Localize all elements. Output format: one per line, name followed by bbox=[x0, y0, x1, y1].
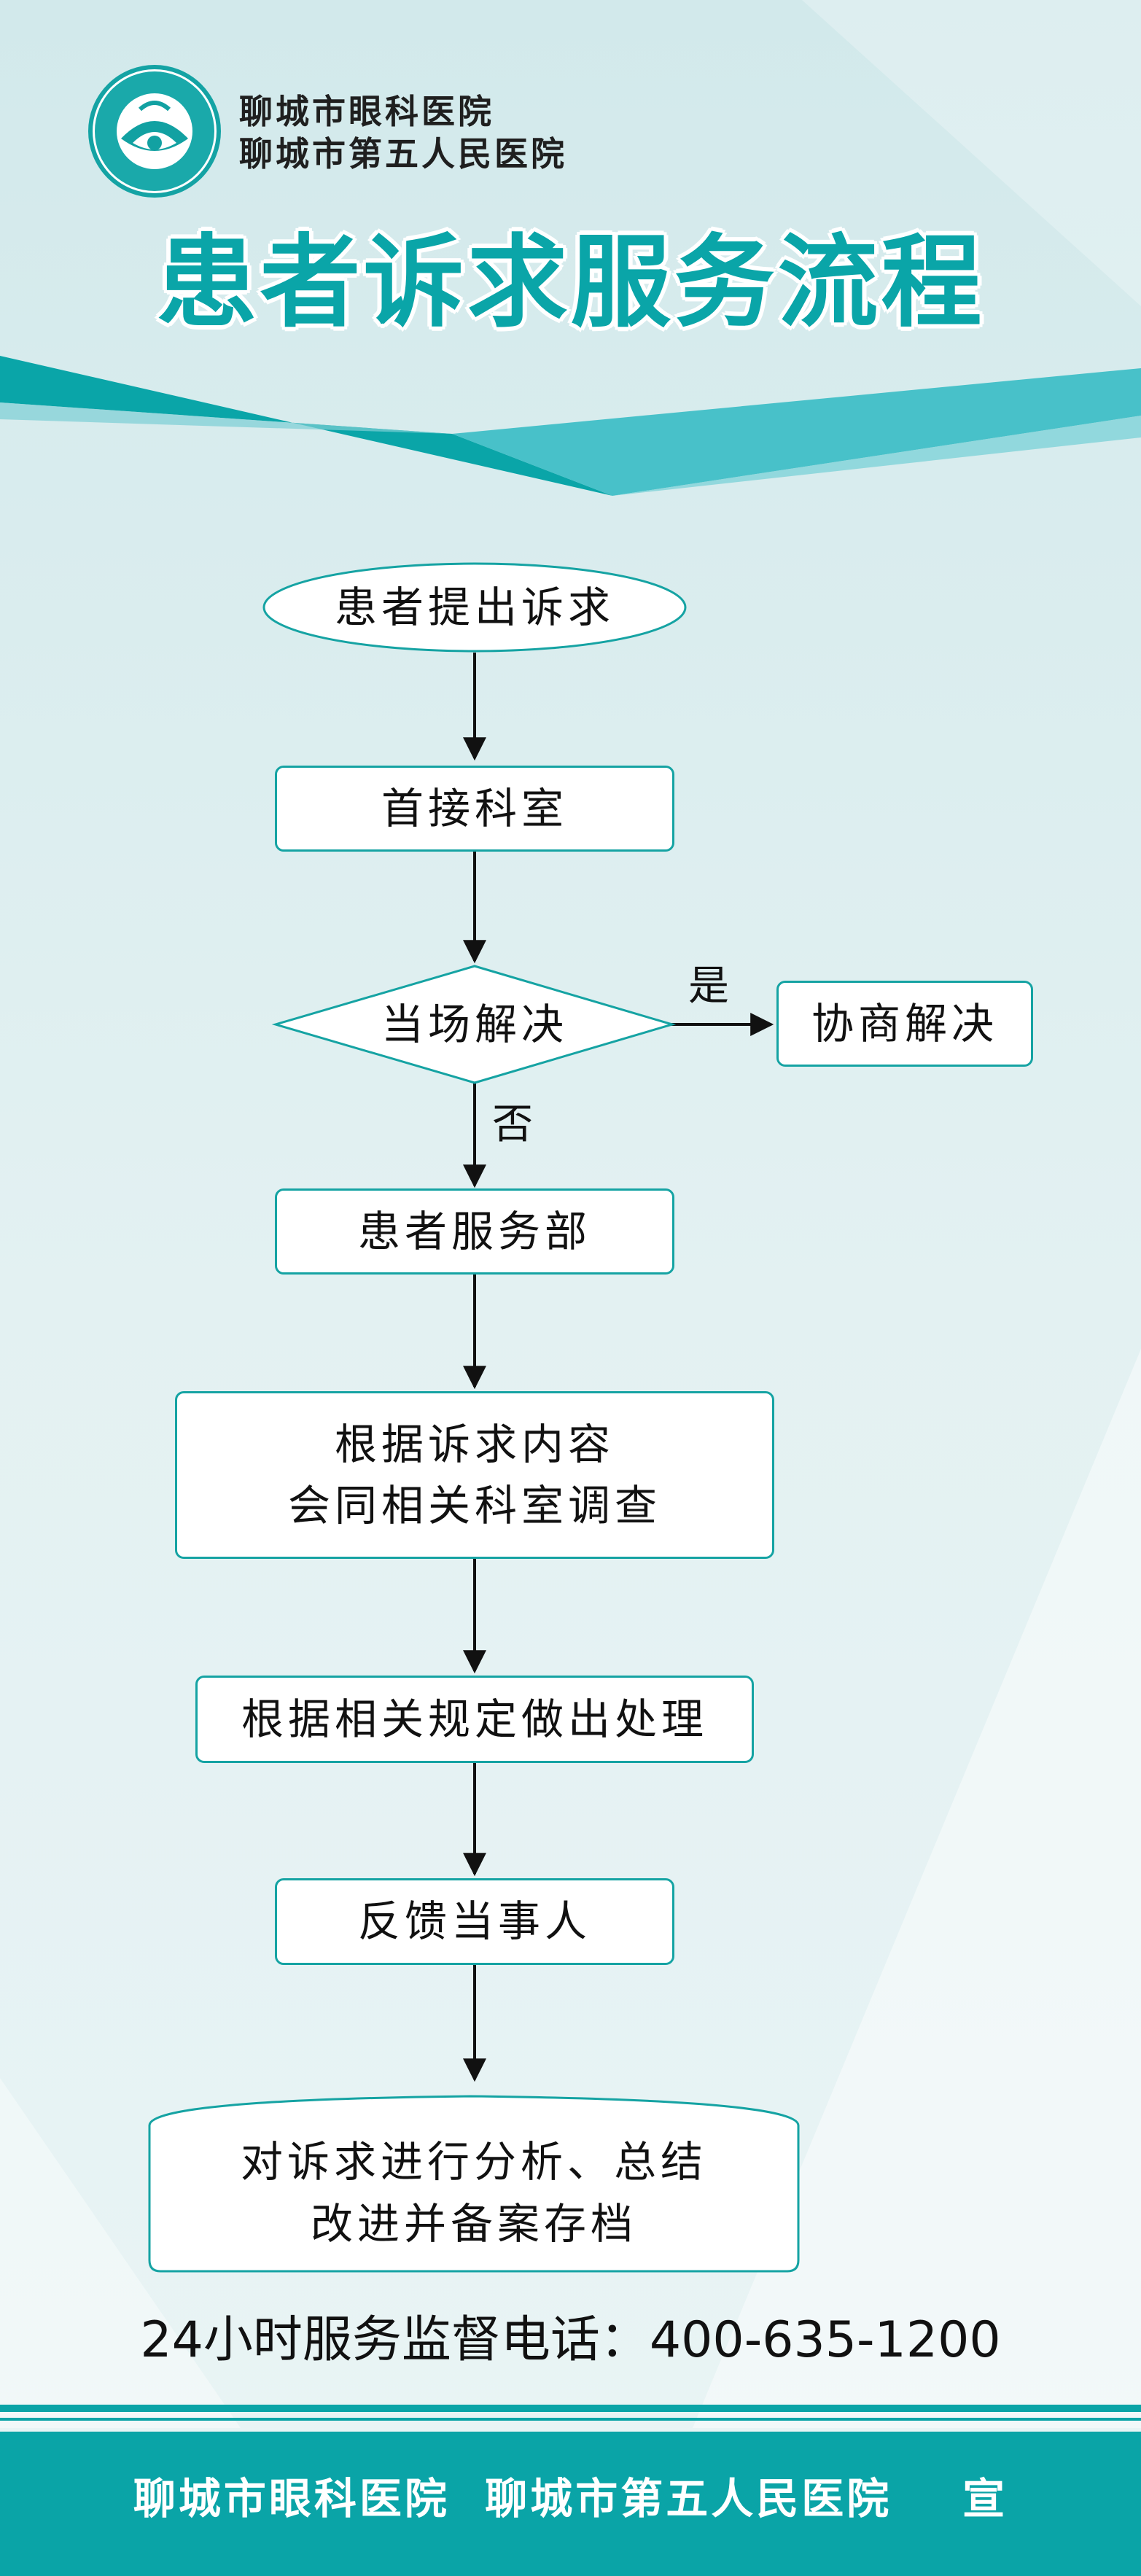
page-title: 患者诉求服务流程 bbox=[156, 222, 985, 341]
end-shape bbox=[148, 2095, 800, 2273]
hospital-logo bbox=[88, 65, 221, 198]
step-investigate-line1: 根据诉求内容 bbox=[334, 1419, 615, 1469]
hotline-text: 24小时服务监督电话：400-635-1200 bbox=[140, 2311, 1001, 2369]
end-line2: 改进并备案存档 bbox=[310, 2198, 637, 2249]
start-oval-shape bbox=[262, 562, 687, 653]
start-node: 患者提出诉求 bbox=[264, 564, 685, 651]
yes-label: 是 bbox=[688, 962, 729, 1010]
decision-label: 当场解决 bbox=[381, 999, 568, 1049]
step-negotiate-label: 协商解决 bbox=[811, 998, 998, 1048]
start-label: 患者提出诉求 bbox=[334, 582, 615, 632]
step-patient-service: 患者服务部 bbox=[275, 1188, 674, 1275]
no-label: 否 bbox=[492, 1101, 533, 1148]
step-feedback-label: 反馈当事人 bbox=[357, 1896, 591, 1947]
step-investigate-line2: 会同相关科室调查 bbox=[287, 1481, 661, 1530]
org-name-line2: 聊城市第五人民医院 bbox=[239, 134, 567, 174]
step-handle-label: 根据相关规定做出处理 bbox=[241, 1694, 708, 1744]
step-handle: 根据相关规定做出处理 bbox=[195, 1676, 754, 1763]
footer-bar bbox=[0, 2432, 1141, 2576]
step-negotiate: 协商解决 bbox=[776, 981, 1033, 1067]
end-node: 对诉求进行分析、总结 改进并备案存档 bbox=[149, 2118, 798, 2268]
end-line1: 对诉求进行分析、总结 bbox=[240, 2137, 707, 2187]
step-patient-service-label: 患者服务部 bbox=[357, 1206, 591, 1256]
step-first-department-label: 首接科室 bbox=[381, 783, 568, 833]
decision-node: 当场解决 bbox=[321, 981, 628, 1068]
step-first-department: 首接科室 bbox=[275, 766, 674, 852]
step-feedback: 反馈当事人 bbox=[275, 1878, 674, 1965]
footer-text: 聊城市眼科医院 聊城市第五人民医院 宣 bbox=[133, 2474, 1008, 2524]
decision-diamond-shape bbox=[271, 965, 677, 1084]
org-name-line1: 聊城市眼科医院 bbox=[239, 92, 494, 131]
step-investigate: 根据诉求内容 会同相关科室调查 bbox=[175, 1391, 774, 1559]
